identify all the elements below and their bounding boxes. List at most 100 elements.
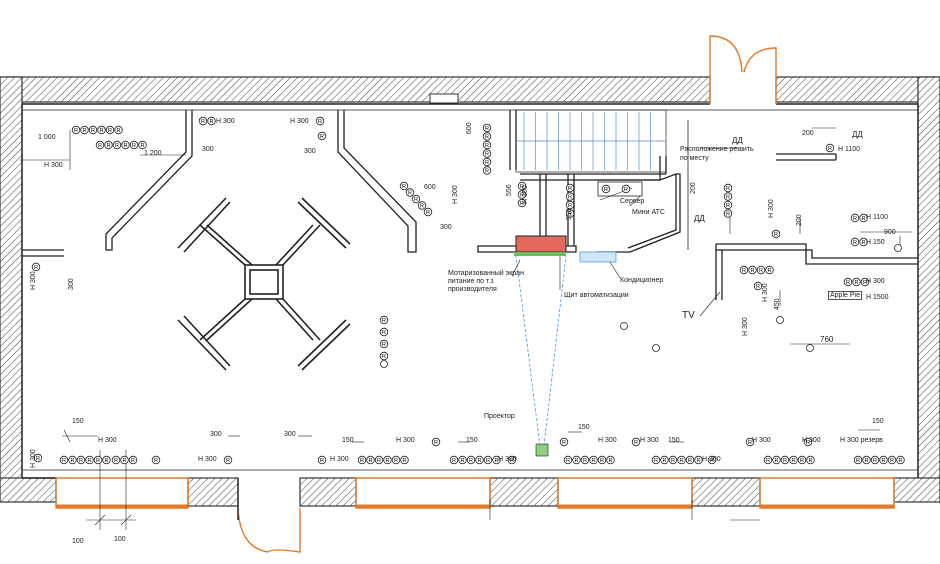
- inner-wall-lines: [21, 103, 919, 479]
- svg-text:R: R: [386, 458, 390, 464]
- label-h300-l: H 300: [30, 449, 37, 468]
- socket-symbol: R: [707, 455, 717, 465]
- socket-symbol: R: [112, 140, 122, 150]
- marker-dot: [620, 322, 628, 330]
- label-h1500: H 1500: [866, 294, 889, 301]
- socket-symbol: R: [850, 237, 860, 247]
- svg-text:R: R: [485, 160, 489, 166]
- socket-symbol: R: [31, 262, 41, 272]
- svg-text:R: R: [123, 458, 127, 464]
- svg-text:R: R: [74, 128, 78, 134]
- label-h300-b: H 300: [216, 118, 235, 125]
- socket-symbol: R: [120, 455, 129, 465]
- socket-symbol: R: [803, 437, 813, 447]
- svg-text:R: R: [478, 458, 482, 464]
- dim-900: 900: [884, 229, 896, 236]
- dim-200-a: 200: [802, 130, 814, 137]
- label-conditioner: Кондиционер: [620, 277, 664, 284]
- svg-text:R: R: [568, 186, 572, 192]
- socket-symbol: R: [59, 455, 69, 465]
- svg-text:R: R: [862, 216, 866, 222]
- svg-text:R: R: [846, 280, 850, 286]
- marker-dot: [806, 344, 814, 352]
- svg-text:R: R: [382, 354, 386, 360]
- label-h1100-a: H 1100: [838, 146, 861, 153]
- svg-text:R: R: [710, 458, 714, 464]
- dim-150-e: 150: [668, 437, 680, 444]
- svg-text:R: R: [88, 458, 92, 464]
- svg-text:R: R: [697, 458, 701, 464]
- socket-symbol: R: [745, 437, 755, 447]
- svg-text:R: R: [79, 458, 83, 464]
- svg-text:R: R: [394, 458, 398, 464]
- svg-text:R: R: [486, 458, 490, 464]
- socket-symbol: R: [748, 265, 757, 275]
- socket-symbol: R: [400, 455, 409, 465]
- svg-text:R: R: [568, 195, 572, 201]
- svg-text:R: R: [495, 458, 499, 464]
- socket-symbol: R: [621, 184, 631, 194]
- socket-symbol: R: [843, 277, 853, 287]
- socket-symbol: R: [694, 455, 703, 465]
- socket-symbol: R: [492, 455, 501, 465]
- svg-text:R: R: [318, 119, 322, 125]
- dim-100-b: 100: [114, 536, 126, 543]
- svg-text:R: R: [131, 458, 135, 464]
- socket-symbol: R: [723, 192, 733, 201]
- socket-symbol: R: [391, 455, 401, 465]
- dim-760: 760: [820, 335, 834, 344]
- svg-text:R: R: [426, 210, 430, 216]
- svg-text:R: R: [654, 458, 658, 464]
- label-h300-r: H 300: [640, 437, 659, 444]
- svg-text:R: R: [768, 268, 772, 274]
- svg-text:R: R: [434, 440, 438, 446]
- socket-symbol: R: [668, 455, 678, 465]
- socket-symbol: R: [93, 455, 103, 465]
- marker-dot: [380, 360, 388, 368]
- dim-150-f: 150: [872, 418, 884, 425]
- socket-symbol: R: [379, 351, 389, 361]
- socket-symbol: R: [859, 213, 868, 223]
- svg-text:R: R: [105, 458, 109, 464]
- socket-symbol: R: [739, 265, 749, 275]
- dim-1000: 1 000: [38, 134, 56, 141]
- socket-symbol: R: [565, 209, 575, 218]
- socket-symbol: R: [572, 455, 581, 465]
- svg-text:R: R: [108, 128, 112, 134]
- svg-text:R: R: [856, 458, 860, 464]
- socket-symbol: R: [76, 455, 86, 465]
- svg-text:R: R: [382, 330, 386, 336]
- dim-600-b: 600: [424, 184, 436, 191]
- socket-symbol: R: [129, 140, 139, 150]
- socket-symbol: R: [315, 116, 325, 126]
- socket-symbol: R: [879, 455, 888, 465]
- socket-symbol: R: [517, 181, 527, 191]
- socket-symbol: R: [383, 455, 392, 465]
- svg-text:R: R: [36, 456, 40, 462]
- dim-300-d: 300: [68, 278, 75, 290]
- svg-text:R: R: [671, 458, 675, 464]
- socket-symbol: R: [565, 200, 575, 210]
- socket-symbol: R: [458, 455, 467, 465]
- label-projector: Проектор: [484, 413, 515, 420]
- svg-text:R: R: [62, 458, 66, 464]
- dim-300-f: 300: [284, 431, 296, 438]
- label-h150: H 150: [866, 239, 885, 246]
- socket-symbol: R: [589, 455, 598, 465]
- socket-symbol: R: [870, 455, 880, 465]
- svg-text:R: R: [726, 195, 730, 201]
- socket-symbol: R: [431, 437, 441, 447]
- svg-text:R: R: [382, 318, 386, 324]
- svg-text:R: R: [461, 458, 465, 464]
- socket-symbol: R: [780, 455, 790, 465]
- svg-text:R: R: [568, 203, 572, 209]
- marker-dot: [776, 316, 784, 324]
- socket-symbol: R: [789, 455, 798, 465]
- label-h300-s: H 300: [702, 456, 721, 463]
- svg-text:R: R: [865, 458, 869, 464]
- label-relocation: Расположение решить по месту: [680, 146, 754, 162]
- marker-dots: [380, 244, 902, 368]
- dim-300-c: 300: [440, 224, 452, 231]
- svg-text:R: R: [154, 458, 158, 464]
- socket-symbol: R: [597, 455, 607, 465]
